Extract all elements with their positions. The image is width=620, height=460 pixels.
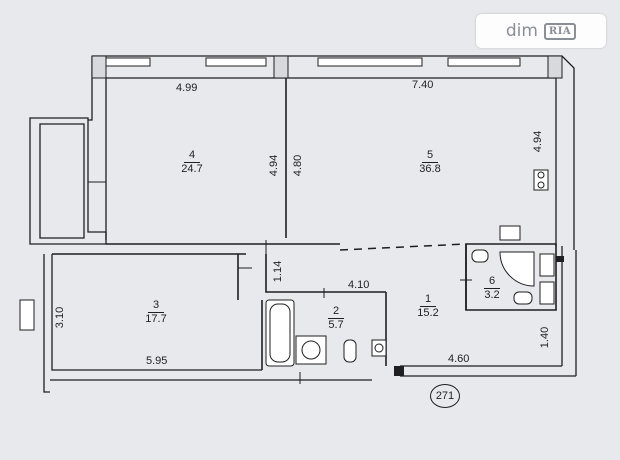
toilet	[343, 339, 357, 363]
dimension-label: 4.80	[292, 154, 305, 177]
entry-marker	[394, 366, 404, 376]
room-label-2: 2 5.7	[316, 305, 356, 331]
room-label-5: 5 36.8	[410, 149, 450, 175]
sink	[539, 253, 555, 277]
balcony-inner	[39, 123, 85, 239]
dimension-label: 4.60	[448, 353, 470, 365]
watermark-logo: dim RIA	[476, 14, 606, 48]
dimension-label: 4.94	[268, 154, 281, 177]
window	[19, 299, 35, 331]
room-number: 4	[184, 149, 200, 163]
window	[105, 57, 151, 67]
room-area: 36.8	[419, 162, 441, 175]
room-number: 6	[484, 275, 500, 289]
room-number: 2	[328, 305, 344, 319]
dimension-label: 4.99	[176, 82, 198, 94]
room-label-6: 6 3.2	[472, 275, 512, 301]
bathtub	[265, 299, 295, 367]
pillar	[273, 55, 289, 79]
room-area: 5.7	[328, 318, 344, 331]
room-label-1: 1 15.2	[408, 293, 448, 319]
boiler	[499, 225, 521, 241]
washing-machine-drum	[301, 340, 321, 360]
dimension-label: 3.10	[54, 306, 67, 329]
room-area: 17.7	[145, 312, 167, 325]
interior-wall	[265, 254, 386, 293]
opening-line	[339, 243, 467, 251]
toilet	[513, 291, 533, 305]
pillar	[91, 55, 107, 79]
outer-wall	[88, 56, 93, 121]
outer-wall	[43, 254, 50, 393]
dimension-label: 1.40	[539, 326, 552, 349]
pillar	[547, 55, 563, 79]
room-number: 1	[420, 293, 436, 307]
washing-machine	[295, 335, 327, 365]
watermark-badge: RIA	[543, 22, 577, 40]
window	[317, 57, 423, 67]
bathtub-inner	[269, 303, 291, 363]
room-label-4: 4 24.7	[172, 149, 212, 175]
room-area: 24.7	[181, 162, 203, 175]
room-area: 3.2	[484, 288, 500, 301]
outer-wall-inner	[51, 254, 262, 371]
dimension-label: 4.94	[532, 130, 545, 153]
room-label-3: 3 17.7	[136, 299, 176, 325]
outer-wall	[92, 55, 575, 250]
dimension-label: 7.40	[412, 79, 434, 91]
shower-tray	[499, 251, 535, 287]
dimension-label: 1.14	[272, 260, 285, 283]
dimension-label: 4.10	[348, 279, 370, 291]
plan-number: 271	[430, 384, 460, 408]
sink	[539, 281, 555, 305]
watermark-text: dim	[505, 21, 538, 41]
room-number: 5	[422, 149, 438, 163]
window	[447, 57, 521, 67]
room-area: 15.2	[417, 306, 439, 319]
sink	[371, 339, 387, 357]
wall-marker	[556, 256, 564, 262]
window	[205, 57, 267, 67]
sink	[471, 249, 489, 263]
stove	[533, 169, 549, 191]
balcony-outline	[29, 117, 107, 245]
dimension-label: 5.95	[146, 355, 168, 367]
room-number: 3	[148, 299, 164, 313]
